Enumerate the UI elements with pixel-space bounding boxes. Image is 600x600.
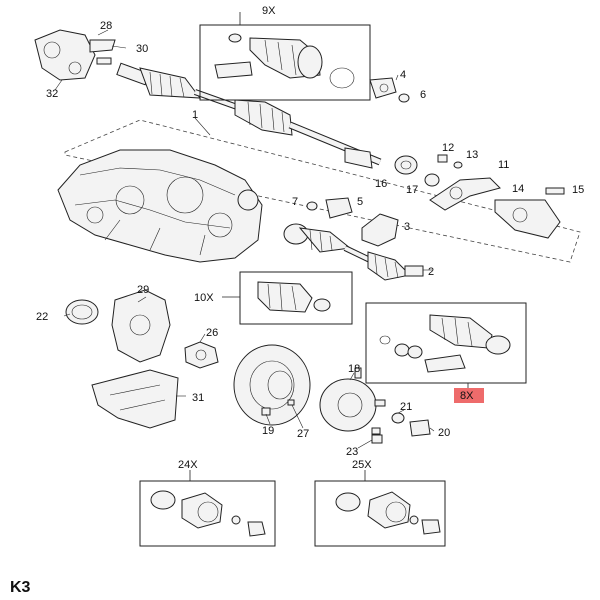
kit-25x-label: 25X bbox=[352, 459, 372, 471]
callout-20: 20 bbox=[438, 427, 450, 439]
leader-lines bbox=[54, 29, 435, 449]
callout-30: 30 bbox=[136, 43, 148, 55]
callout-17: 17 bbox=[406, 184, 418, 196]
callout-13: 13 bbox=[466, 149, 478, 161]
page-code: K3 bbox=[10, 579, 31, 596]
callout-3: 3 bbox=[404, 221, 410, 233]
cv-joint-parts bbox=[306, 77, 410, 219]
callout-27: 27 bbox=[297, 428, 309, 440]
callout-numbers: 1 2 3 4 5 6 7 11 12 13 14 15 16 17 18 19… bbox=[36, 20, 584, 458]
callout-23: 23 bbox=[346, 446, 358, 458]
steering-knuckle-upper bbox=[34, 29, 116, 81]
kit-8x-highlight bbox=[454, 388, 484, 403]
callout-19: 19 bbox=[262, 425, 274, 437]
drive-shaft-lower bbox=[283, 223, 424, 281]
bearing-and-bolts bbox=[394, 154, 463, 187]
kit-24x-label: 24X bbox=[178, 459, 198, 471]
kit-10x-label: 10X bbox=[194, 292, 214, 304]
callout-15: 15 bbox=[572, 184, 584, 196]
knuckle-lower bbox=[65, 289, 219, 429]
callout-16: 16 bbox=[375, 178, 387, 190]
callout-12: 12 bbox=[442, 142, 454, 154]
callout-18: 18 bbox=[348, 363, 360, 375]
callout-1: 1 bbox=[192, 109, 198, 121]
callout-7: 7 bbox=[292, 196, 298, 208]
callout-2: 2 bbox=[428, 266, 434, 278]
flange-plate bbox=[361, 213, 399, 247]
kit-25x-box: 25X bbox=[314, 459, 446, 547]
callout-5: 5 bbox=[357, 196, 363, 208]
callout-21: 21 bbox=[400, 401, 412, 413]
kit-24x-box: 24X bbox=[139, 459, 276, 547]
callout-31: 31 bbox=[192, 392, 204, 404]
hub-nut-and-washer bbox=[371, 412, 431, 444]
kit-8x-label: 8X bbox=[460, 390, 474, 402]
kit-9x-label: 9X bbox=[262, 5, 276, 17]
callout-29: 29 bbox=[137, 284, 149, 296]
wheel-hub bbox=[319, 367, 386, 435]
mounting-brackets bbox=[429, 177, 565, 239]
callout-22: 22 bbox=[36, 311, 48, 323]
callout-32: 32 bbox=[46, 88, 58, 100]
callout-28: 28 bbox=[100, 20, 112, 32]
brake-disc bbox=[233, 344, 311, 426]
callout-11: 11 bbox=[498, 159, 509, 171]
callout-6: 6 bbox=[420, 89, 426, 101]
kit-9x-box: 9X bbox=[199, 5, 371, 101]
callout-4: 4 bbox=[400, 69, 406, 81]
callout-26: 26 bbox=[206, 327, 218, 339]
callout-14: 14 bbox=[512, 183, 524, 195]
transmission-housing bbox=[57, 149, 263, 263]
kit-10x-box: 10X bbox=[194, 271, 353, 325]
kit-8x-box: 8X bbox=[365, 302, 527, 403]
